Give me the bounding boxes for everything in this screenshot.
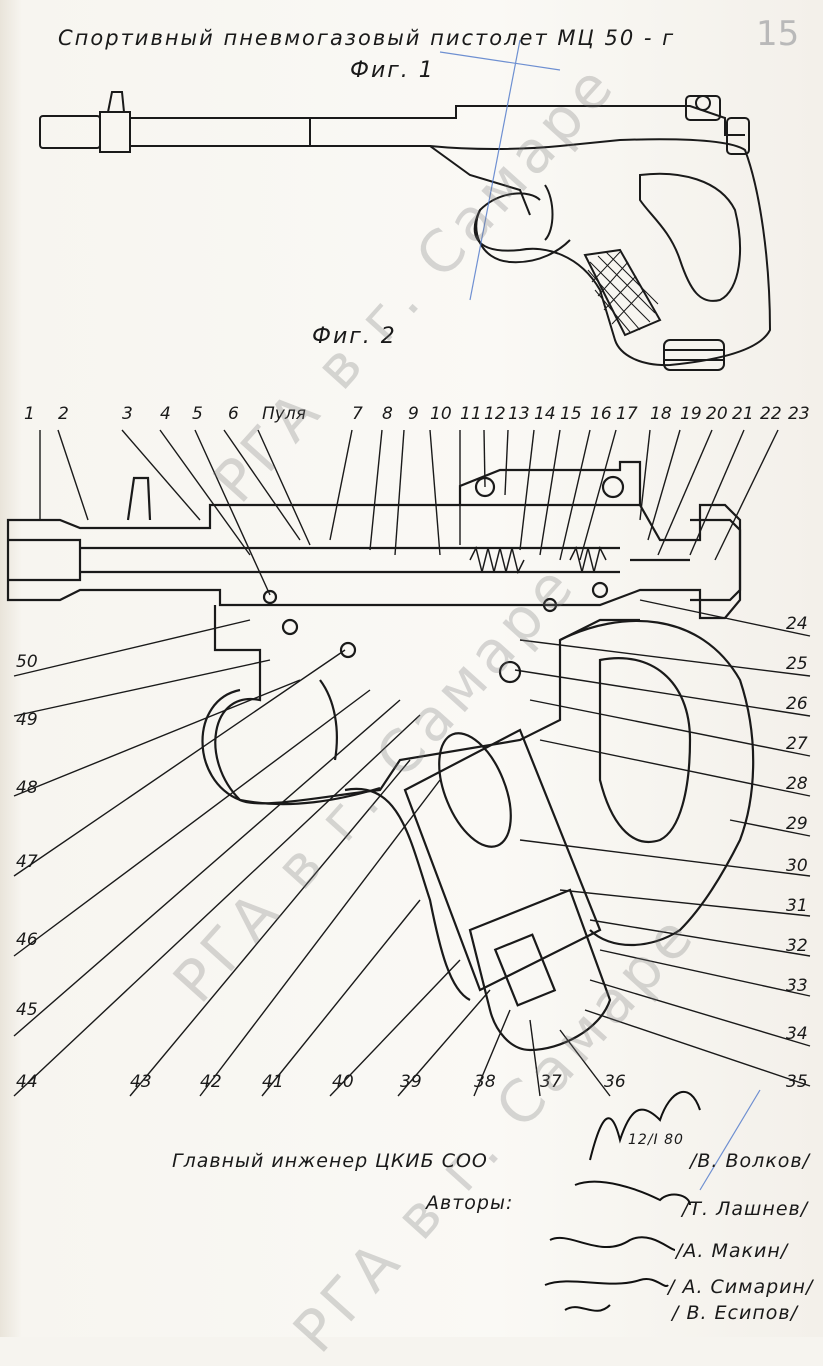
callout-44: 44 xyxy=(16,1072,38,1092)
callout-27: 27 xyxy=(786,734,808,754)
callout-15: 15 xyxy=(560,404,582,424)
callout-34: 34 xyxy=(786,1024,808,1044)
callout-50: 50 xyxy=(16,652,38,672)
author-4-name: / В. Есипов/ xyxy=(672,1302,798,1324)
callout-25: 25 xyxy=(786,654,808,674)
callout-32: 32 xyxy=(786,936,808,956)
callout-5: 5 xyxy=(192,404,203,424)
figure-2-label: Фиг. 2 xyxy=(312,324,397,349)
callout-1: 1 xyxy=(24,404,35,424)
author-2-name: /А. Макин/ xyxy=(676,1240,789,1262)
callout-19: 19 xyxy=(680,404,702,424)
callout-24: 24 xyxy=(786,614,808,634)
chief-signature-date: 12/I 80 xyxy=(628,1132,684,1148)
callout-36: 36 xyxy=(604,1072,626,1092)
figure-1-label: Фиг. 1 xyxy=(350,58,435,83)
callout-47: 47 xyxy=(16,852,38,872)
callout-11: 11 xyxy=(460,404,482,424)
chief-engineer-name: /В. Волков/ xyxy=(690,1150,811,1172)
authors-label: Авторы: xyxy=(426,1192,514,1214)
callout-37: 37 xyxy=(540,1072,562,1092)
callout-18: 18 xyxy=(650,404,672,424)
callout-26: 26 xyxy=(786,694,808,714)
callout-14: 14 xyxy=(534,404,556,424)
callout-38: 38 xyxy=(474,1072,496,1092)
callout-9: 9 xyxy=(408,404,419,424)
callout-35: 35 xyxy=(786,1072,808,1092)
callout-4: 4 xyxy=(160,404,171,424)
callout-45: 45 xyxy=(16,1000,38,1020)
drawing-sheet xyxy=(0,0,823,1337)
callout-29: 29 xyxy=(786,814,808,834)
callout-2: 2 xyxy=(58,404,69,424)
callout-48: 48 xyxy=(16,778,38,798)
callout-6: 6 xyxy=(228,404,239,424)
document-title: Спортивный пневмогазовый пистолет МЦ 50 … xyxy=(58,26,676,50)
chief-engineer-role: Главный инженер ЦКИБ СОО xyxy=(172,1150,488,1172)
callout-10: 10 xyxy=(430,404,452,424)
author-3-name: / А. Симарин/ xyxy=(668,1276,814,1298)
callout-23: 23 xyxy=(788,404,810,424)
callout-31: 31 xyxy=(786,896,808,916)
callout-40: 40 xyxy=(332,1072,354,1092)
callout-41: 41 xyxy=(262,1072,284,1092)
author-1-name: /Т. Лашнев/ xyxy=(682,1198,809,1220)
callout-42: 42 xyxy=(200,1072,222,1092)
callout-43: 43 xyxy=(130,1072,152,1092)
callout-17: 17 xyxy=(616,404,638,424)
callout-12: 12 xyxy=(484,404,506,424)
callout-39: 39 xyxy=(400,1072,422,1092)
callout-33: 33 xyxy=(786,976,808,996)
callout-3: 3 xyxy=(122,404,133,424)
callout-30: 30 xyxy=(786,856,808,876)
callout-21: 21 xyxy=(732,404,754,424)
callout-13: 13 xyxy=(508,404,530,424)
callout-20: 20 xyxy=(706,404,728,424)
callout-7: 7 xyxy=(352,404,363,424)
callout-46: 46 xyxy=(16,930,38,950)
callout-8: 8 xyxy=(382,404,393,424)
callout-28: 28 xyxy=(786,774,808,794)
callout-pulya: Пуля xyxy=(262,404,306,424)
page-number: 15 xyxy=(756,14,800,54)
callout-49: 49 xyxy=(16,710,38,730)
callout-22: 22 xyxy=(760,404,782,424)
callout-16: 16 xyxy=(590,404,612,424)
